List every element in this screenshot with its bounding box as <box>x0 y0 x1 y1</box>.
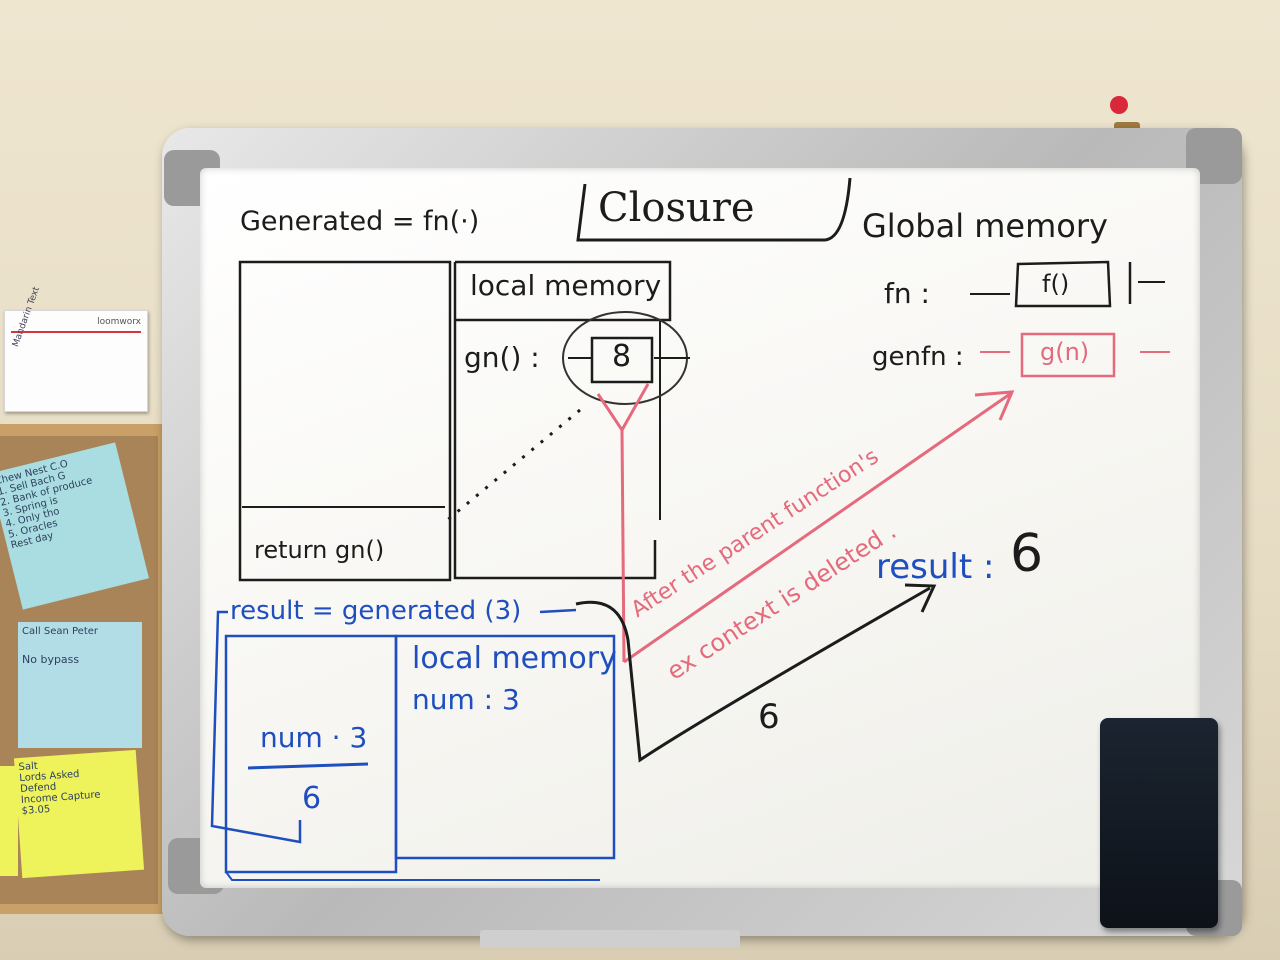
global-genfn-value: g(n) <box>1040 338 1090 366</box>
note2-line: No bypass <box>22 653 80 666</box>
global-fn-value: f() <box>1042 270 1070 298</box>
gn-label: gn() : <box>464 341 540 374</box>
sticky-note-blue-2: Call Sean Peter No bypass <box>18 622 142 748</box>
red-pushpin <box>1110 96 1128 114</box>
num-value: num : 3 <box>412 683 520 716</box>
global-genfn-label: genfn : <box>872 342 964 372</box>
sticky-note-yellow-small <box>0 766 18 876</box>
returned-value: 6 <box>758 697 780 737</box>
note2-line: Call Sean Peter <box>22 626 99 637</box>
sticky-card: loomworx Mandarin Text <box>4 286 148 412</box>
whiteboard-eraser <box>1100 718 1218 928</box>
result-call: result = generated (3) <box>230 596 522 626</box>
return-statement: return gn() <box>254 536 385 564</box>
corkboard: Chew Nest C.O 1. Sell Bach G 2. Bank of … <box>0 436 158 904</box>
local-memory-label: local memory <box>470 269 662 302</box>
num-fraction-bottom: 6 <box>302 781 322 816</box>
gn-value: 8 <box>612 339 632 374</box>
result-global-value: 6 <box>1010 524 1044 584</box>
card-header: loomworx <box>11 317 141 333</box>
global-memory-heading: Global memory <box>862 207 1108 245</box>
global-fn-label: fn : <box>884 277 930 310</box>
closure-title: Closure <box>598 185 755 231</box>
marker-tray <box>480 930 740 948</box>
whiteboard-surface <box>200 168 1200 888</box>
result-global-label: result : <box>876 547 995 587</box>
generated-fn-heading: Generated = fn(·) <box>240 206 480 237</box>
num-fraction-top: num · 3 <box>260 721 368 754</box>
local-memory-label-2: local memory <box>412 641 617 676</box>
